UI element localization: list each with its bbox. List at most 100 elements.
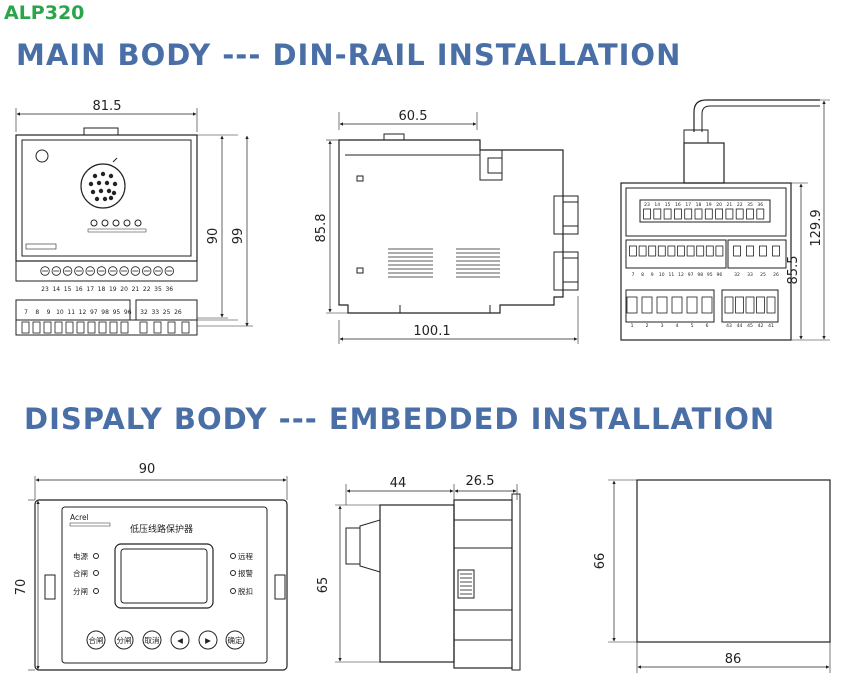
front-top-terminal-screw [164,266,175,276]
rear-mid-terminal [705,245,714,257]
rear-mid-terminal-label: 11 [669,272,675,278]
front-top-terminal-label: 20 [120,286,128,293]
rear-bottom-terminal [686,296,698,314]
front-top-terminal-label: 35 [154,286,162,293]
rear-top-terminal [746,208,754,220]
rear-bottom-terminal-label: 45 [747,323,753,329]
rear-mid-terminal [746,245,754,257]
front-top-terminal-screw [141,266,152,276]
display-side-view [335,484,521,671]
display-depth-label: 44 [390,476,407,491]
front-bottom-terminal-label: 97 [90,309,98,316]
front-width-label: 81.5 [93,99,122,114]
main-body-heading: MAIN BODY --- DIN-RAIL INSTALLATION [16,38,682,72]
front-lower-terminal-block [181,321,190,334]
front-lower-terminal-block [139,321,148,334]
front-lower-terminal-block [54,321,63,334]
front-top-terminal-screw [40,266,50,276]
rear-bottom-terminal-label: 44 [737,323,743,329]
rear-mid-terminal [667,245,676,257]
rear-body-label: 85.5 [786,256,801,285]
rear-bottom-terminal [756,296,765,314]
side-top-label: 60.5 [399,109,428,124]
rear-bottom-terminal-label: 6 [706,323,709,329]
model-label: ALP320 [4,2,85,24]
front-bottom-terminal-label: 11 [67,309,75,316]
rear-top-terminal-label: 22 [737,202,743,208]
rear-bottom-terminal-label: 41 [768,323,774,329]
rear-top-terminal-label: 21 [727,202,733,208]
rear-bottom-terminal [641,296,653,314]
indicator-left-0: 电源 [73,551,88,561]
panel-cutout-view [608,479,831,673]
display-flange-label: 26.5 [466,474,495,489]
rear-top-terminal-label: 36 [757,202,763,208]
rear-mid-terminal [657,245,666,257]
front-bottom-terminal-label: 12 [79,309,87,316]
main-side-view [326,112,579,344]
rear-top-terminal [694,208,703,220]
front-top-terminal-label: 19 [109,286,117,293]
button-left-label: ◀ [177,636,183,645]
rear-mid-terminal-label: 98 [697,272,703,278]
front-bottom-terminal-label: 10 [56,309,64,316]
front-lower-terminal-block [32,321,41,334]
front-top-terminal-label: 36 [165,286,173,293]
front-bottom-terminal-label: 25 [163,309,171,316]
button-right-label: ▶ [205,636,211,645]
front-height-outer-label: 99 [231,228,246,245]
front-bottom-terminal-label: 26 [174,309,182,316]
front-top-terminal-screw [51,266,62,276]
rear-top-terminal-label: 19 [706,202,712,208]
rear-mid-terminal [629,245,637,257]
rear-top-terminal [674,208,682,220]
front-top-terminal-screw [119,266,129,276]
rear-top-terminal [725,208,734,220]
front-lower-terminal-block [43,321,52,334]
indicator-left-2: 分闸 [73,587,88,596]
rear-mid-terminal-label: 9 [651,272,654,278]
front-lower-terminal-block [109,321,118,334]
main-rear-view [620,99,830,341]
rear-mid-terminal-label: 32 [734,272,740,278]
front-lower-terminal-block [65,321,74,334]
rear-mid-terminal-label: 10 [659,272,665,278]
rear-bottom-terminal [626,296,638,314]
front-lower-terminal-block [167,321,176,334]
rear-top-terminal [643,208,651,220]
rear-bottom-terminal [745,296,755,314]
display-front-view [28,476,288,671]
front-top-terminal-screw [96,266,107,276]
button-cancel-label: 取消 [145,635,160,645]
front-top-terminal-label: 14 [52,286,60,293]
rear-bottom-terminal-label: 4 [676,323,679,329]
rear-mid-terminal [638,245,647,257]
rear-top-terminal-label: 18 [696,202,702,208]
rear-bottom-terminal [735,296,744,314]
rear-mid-terminal-label: 95 [707,272,713,278]
rear-mid-terminal-label: 12 [678,272,684,278]
rear-top-terminal-label: 17 [685,202,691,208]
rear-bottom-terminal [671,296,683,314]
rear-bottom-terminal [766,296,776,314]
rear-top-terminal [684,208,693,220]
front-top-terminal-label: 16 [75,286,83,293]
front-top-terminal-label: 18 [98,286,106,293]
main-front-view [15,108,253,336]
rear-mid-terminal [759,245,767,257]
front-bottom-terminal-label: 98 [101,309,109,316]
front-top-terminal-screw [62,266,73,276]
display-height-label: 70 [14,579,29,596]
rear-height-label: 129.9 [809,209,824,246]
rear-bottom-terminal-label: 42 [758,323,764,329]
rear-top-terminal-label: 16 [675,202,681,208]
rear-top-terminal-label: 15 [665,202,671,208]
rear-mid-terminal [772,245,780,257]
front-top-terminal-label: 17 [86,286,94,293]
side-bottom-label: 100.1 [413,324,450,339]
rear-mid-terminal [677,245,685,257]
rear-bottom-terminal-label: 5 [691,323,694,329]
rear-mid-terminal-label: 96 [717,272,723,278]
button-confirm-label: 确定 [228,635,243,645]
rear-bottom-terminal-label: 3 [661,323,664,329]
